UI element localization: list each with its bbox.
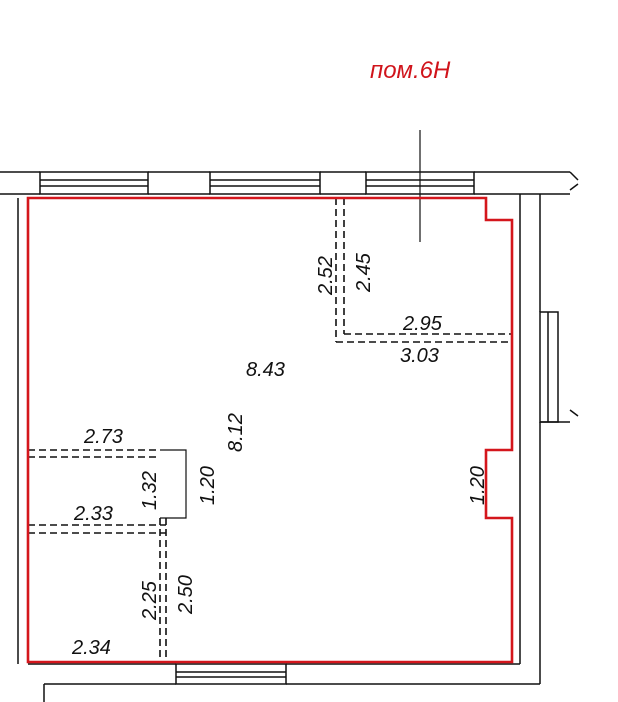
bottom-wall xyxy=(28,663,540,702)
dim-top-right-horizontal-a: 2.95 xyxy=(402,313,443,335)
dim-left-lower-height-a: 2.25 xyxy=(139,580,161,621)
partition-left-middle xyxy=(28,518,167,660)
dim-left-lower-height-b: 2.50 xyxy=(175,575,197,615)
right-wall xyxy=(519,194,579,684)
dim-room-length: 8.12 xyxy=(225,413,247,452)
dim-left-middle-width: 2.33 xyxy=(73,503,113,525)
window-right xyxy=(539,311,559,423)
top-wall xyxy=(0,171,579,195)
dim-top-right-vertical-b: 2.45 xyxy=(353,252,375,293)
window-top-right xyxy=(365,171,475,195)
room-title: пом.6Н xyxy=(370,57,451,84)
window-top-middle xyxy=(209,171,321,195)
partition-left-upper xyxy=(28,449,187,519)
dim-top-right-horizontal-b: 3.03 xyxy=(400,345,439,367)
room-boundary xyxy=(26,196,514,664)
dim-left-upper-height: 1.32 xyxy=(139,471,161,510)
dim-left-upper-width: 2.73 xyxy=(83,426,123,448)
dim-left-column: 1.20 xyxy=(197,466,219,505)
partition-top-right xyxy=(335,198,512,343)
dim-total-area: 8.43 xyxy=(246,359,285,381)
dim-left-bottom-width: 2.34 xyxy=(71,637,111,659)
window-bottom xyxy=(175,663,287,685)
dim-top-right-vertical-a: 2.52 xyxy=(315,256,337,296)
dim-right-niche: 1.20 xyxy=(467,466,489,505)
window-top-left xyxy=(39,171,149,195)
